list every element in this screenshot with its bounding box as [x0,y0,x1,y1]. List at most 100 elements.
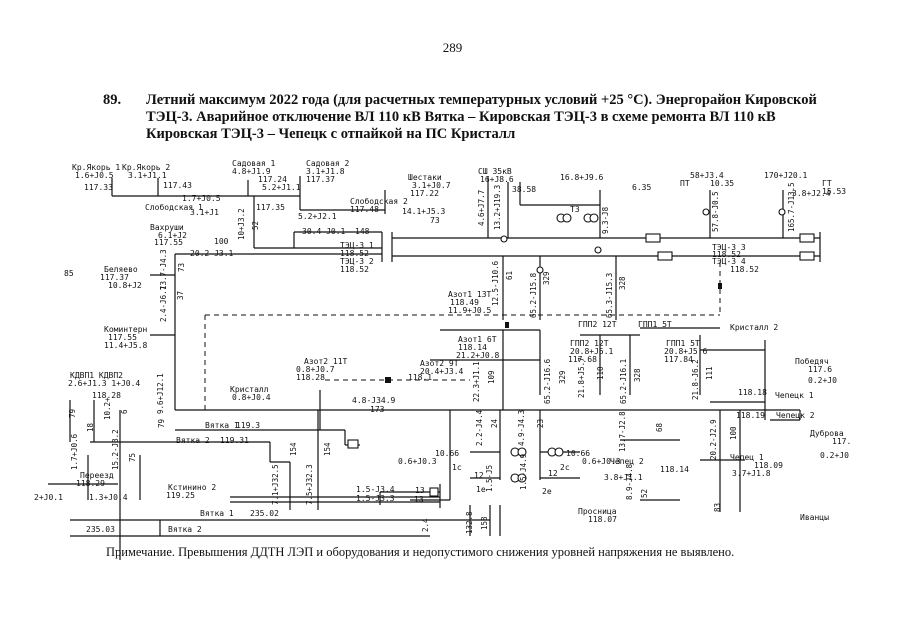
diagram-label: 65.3-J15.3 [605,273,614,318]
diagram-label: 2+J0.1 [34,493,63,502]
diagram-label: 2.2-J4.4 [475,409,484,446]
diagram-label: 118.52 [340,249,369,258]
diagram-label: 10.66 [566,449,590,458]
diagram-label: 12.5-J10.6 [491,260,500,306]
diagram-label: 13.2+J19.3 [493,185,502,230]
diagram-label: 79 [157,419,166,428]
item-number: 89. [103,92,122,108]
diagram-label: КДВП1 КДВП2 [70,371,123,380]
diagram-label: ТЭЦ-3 3 [712,243,746,252]
diagram-label: 5.2+J1.1 [262,183,301,192]
diagram-label: 3.8+J1.1 [604,473,643,482]
diagram-label: 6 [120,409,129,414]
diagram-label: Кстинино 2 [168,483,216,492]
diagram-label: 3.1+J1.8 [306,167,345,176]
diagram-label: 235.03 [86,525,115,534]
diagram-label: 3.1+J0.7 [412,181,451,190]
diagram-label: ГПП2 12Т [578,320,617,329]
diagram-label: 117. [832,437,851,446]
diagram-label: 3.7+J1.8 [732,469,771,478]
diagram-label: Садовая 1 [232,159,276,168]
diagram-label: 4.6+J7.7 [477,190,486,226]
title-line-3: Кировская ТЭЦ-3 – Чепецк с отпайкой на П… [146,126,516,142]
diagram-label: 118.14 [458,343,487,352]
diagram-label: 329 [542,271,551,285]
diagram-label: Чепец 1 [730,453,764,462]
diagram-label: 100 [729,426,738,440]
diagram-label: 23 [536,419,545,428]
diagram-label: 328 [633,368,642,382]
diagram-label: 235.02 [250,509,279,518]
diagram-label: Азот2 11Т [304,357,348,366]
diagram-label: 52 [251,221,260,230]
scheme-lines [48,176,821,560]
diagram-label: 13 [414,495,424,504]
diagram-label: 21.8+J5.7 [577,357,586,398]
diagram-label: 30.4-J0.1 [302,227,346,236]
diagram-label: Чепецк 1 [775,391,814,400]
diagram-label: 20.2-J3.1 [190,249,234,258]
diagram-label: Вахруши [150,223,184,232]
diagram-label: 20.4+J3.4 [420,367,464,376]
diagram-label: 119.31 [220,436,249,445]
diagram-label: 118.18 [738,388,767,397]
title-line-1: Летний максимум 2022 года (для расчетных… [146,92,817,108]
diagram-label: 20.2-J2.9 [709,419,718,460]
diagram-label: 11.9+J0.5 [448,306,492,315]
diagram-label: 170+J20.1 [764,171,808,180]
diagram-label: 1.7+J0.6 [70,433,79,470]
diagram-label: ТЭЦ-3 4 [712,257,746,266]
diagram-label: 61 [505,271,514,280]
diagram-label: 118.14 [660,465,689,474]
diagram-label: 117.22 [410,189,439,198]
diagram-label: 1.5-J5 [485,465,494,492]
diagram-label: 117.68 [568,355,597,364]
diagram-label: 117.48 [350,205,379,214]
diagram-label: 9.6+J12.1 [156,373,165,414]
diagram-label: СШ 35кВ [478,167,512,176]
diagram-label: 57.8-J0.5 [711,191,720,232]
scheme-dashed-lines [204,262,721,410]
diagram-label: 24 [490,418,499,428]
diagram-label: 13.7-J4.3 [159,249,168,290]
diagram-label: Кристалл 2 [730,323,778,332]
diagram-label: Вятка 2 [168,525,202,534]
diagram-label: 173 [370,405,385,414]
diagram-label: 1.3+J0.4 [89,493,128,502]
diagram-label: 3.8+J2.4 [792,189,831,198]
diagram-label: Чепецк 2 [776,411,815,420]
diagram-label: ТЭЦ-3 1 [340,241,374,250]
note-text: Примечание. Превышения ДДТН ЛЭП и оборуд… [106,545,735,559]
diagram-label: 37 [176,291,185,300]
diagram-label: 3.1+J1.1 [128,171,167,180]
diagram-label: 65.2-J15.8 [529,272,538,318]
diagram-label: Слободская 1 [145,202,203,212]
diagram-label: 7.5+J32.3 [305,464,314,505]
diagram-label: 4.8-J34.9 [352,396,396,405]
diagram-label: 65.2-J16.1 [619,359,628,404]
diagram-label: Вятка 1 [205,421,239,430]
diagram-label: 18 [86,422,95,432]
diagram-label: 5.2+J2.1 [298,212,337,221]
diagram-label: 118.07 [588,515,617,524]
diagram-label: 14.1+J5.3 [402,207,446,216]
diagram-label: 38.58 [512,185,536,194]
diagram-label: 13 [415,486,425,495]
diagram-label: Азот2 9Т [420,359,459,368]
diagram-label: 0.2+J0 [808,376,837,385]
diagram-label: 0.2+J0 [820,451,849,460]
diagram-label: 117.43 [163,181,192,190]
diagram-label: 2с [560,463,570,472]
diagram-label: 158 [480,516,489,530]
diagram-label: Садовая 2 [306,159,350,168]
diagram-label: 118.28 [296,373,325,382]
diagram-label: 1с [452,463,462,472]
diagram-label: ГПП2 12Т [570,339,609,348]
diagram-label: 21.8-J6.2 [691,359,700,400]
diagram-label: 118.49 [450,298,479,307]
diagram-label: 110 [596,366,605,380]
diagram-label: 118.29 [76,479,105,488]
diagram-label: 109 [487,370,496,384]
diagram-label: Кр.Якорь 2 [122,163,170,172]
